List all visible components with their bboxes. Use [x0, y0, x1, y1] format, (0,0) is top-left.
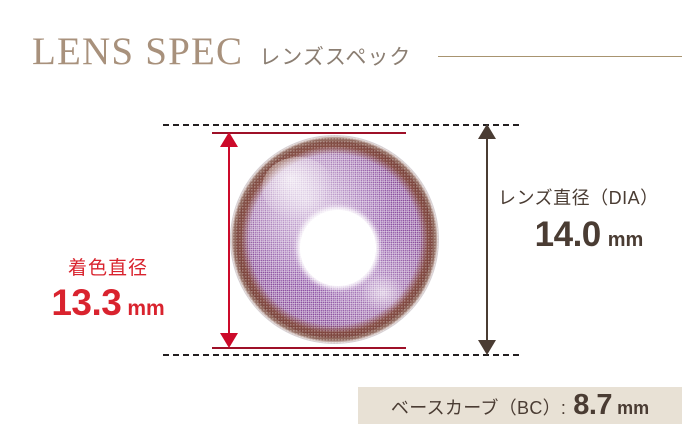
- page-title-english: LENS SPEC: [32, 30, 244, 73]
- spec-colored-diameter-unit: mm: [127, 296, 165, 320]
- spec-colored-diameter-value-row: 13.3 mm: [18, 281, 198, 324]
- spec-lens-diameter-label: レンズ直径（DIA）: [498, 188, 659, 208]
- lens-highlight-lower: [362, 275, 404, 311]
- lens-pupil-hole: [300, 210, 376, 286]
- spec-base-curve-value: 8.7: [573, 389, 613, 421]
- lens-diameter-arrowhead-down: [478, 340, 496, 355]
- lens-diameter-arrow-shaft: [486, 132, 488, 347]
- colored-diameter-arrow-shaft: [228, 140, 230, 340]
- spec-base-curve-unit: mm: [617, 398, 650, 418]
- spec-lens-diameter: レンズ直径（DIA） 14.0 mm: [498, 188, 694, 254]
- colored-diameter-rule-top: [212, 132, 406, 134]
- spec-lens-diameter-value-row: 14.0 mm: [498, 214, 694, 255]
- spec-base-curve-label: ベースカーブ（BC）:: [390, 398, 567, 418]
- spec-lens-diameter-value: 14.0: [534, 214, 602, 254]
- spec-base-curve-content: ベースカーブ（BC）: 8.7 mm: [391, 389, 649, 422]
- spec-lens-diameter-unit: mm: [607, 228, 644, 251]
- spec-colored-diameter-value: 13.3: [51, 281, 122, 323]
- lens-highlight-upper: [262, 157, 334, 219]
- colored-diameter-arrowhead-up: [220, 132, 238, 147]
- title-divider-rule: [438, 56, 682, 57]
- spec-colored-diameter-label: 着色直径: [67, 258, 148, 279]
- spec-base-curve-band: ベースカーブ（BC）: 8.7 mm: [358, 387, 682, 424]
- colored-diameter-arrowhead-down: [220, 333, 238, 348]
- colored-diameter-rule-bottom: [212, 347, 406, 349]
- guide-line-bottom: [163, 354, 519, 356]
- guide-line-top: [163, 124, 519, 126]
- page-title-japanese: レンズスペック: [259, 46, 412, 69]
- page-title: LENS SPEC レンズスペック: [32, 32, 411, 71]
- spec-colored-diameter: 着色直径 13.3 mm: [18, 258, 198, 323]
- lens-diameter-arrowhead-up: [478, 124, 496, 139]
- contact-lens-image: [230, 135, 441, 346]
